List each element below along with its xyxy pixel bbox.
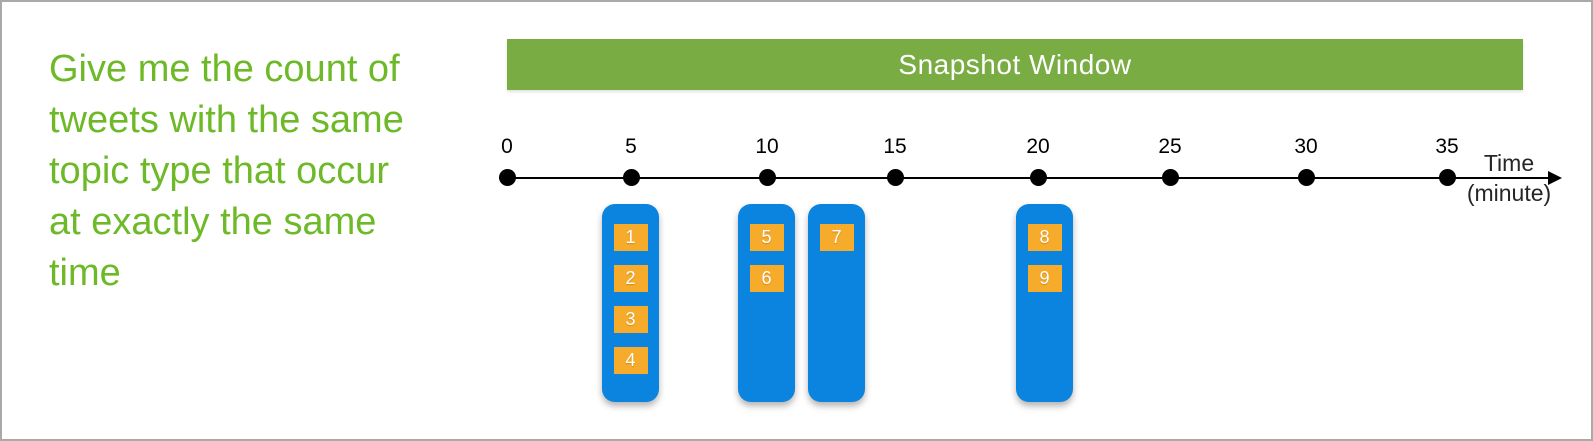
tweet-item: 2 <box>613 265 648 292</box>
time-axis-unit: (minute) <box>1466 180 1552 206</box>
tick-label: 15 <box>883 135 907 158</box>
tweet-item: 4 <box>613 347 648 374</box>
tick-dot-icon <box>1029 169 1047 186</box>
prompt-line: Give me the count of <box>49 48 400 90</box>
timeline-tick-5: 5 <box>601 134 661 186</box>
tweet-group-minute-5: 1 2 3 4 <box>602 204 659 402</box>
tweet-item: 7 <box>819 224 854 251</box>
tick-dot-icon <box>498 169 516 186</box>
tweet-number: 3 <box>625 309 636 329</box>
tweet-group-minute-20: 8 9 <box>1016 204 1073 402</box>
tweet-number: 4 <box>625 350 636 370</box>
tweet-number: 1 <box>625 227 636 247</box>
timeline-tick-25: 25 <box>1140 134 1200 186</box>
tweet-item: 8 <box>1027 224 1062 251</box>
snapshot-window-label: Snapshot Window <box>898 48 1132 80</box>
tick-dot-icon <box>1161 169 1179 186</box>
tick-dot-icon <box>1438 169 1456 186</box>
tick-dot-icon <box>622 169 640 186</box>
prompt-line: at exactly the same <box>49 201 377 243</box>
tick-label: 10 <box>755 135 779 158</box>
snapshot-window-banner: Snapshot Window <box>507 39 1523 90</box>
tweet-number: 6 <box>761 268 772 288</box>
tweet-number: 9 <box>1039 268 1050 288</box>
tick-label: 30 <box>1294 135 1318 158</box>
timeline-tick-20: 20 <box>1008 134 1068 186</box>
tick-label: 25 <box>1158 135 1182 158</box>
tick-label: 0 <box>501 135 513 158</box>
tick-label: 20 <box>1026 135 1050 158</box>
timeline-tick-0: 0 <box>477 134 537 186</box>
prompt-line: topic type that occur <box>49 150 390 192</box>
tick-dot-icon <box>758 169 776 186</box>
timeline-axis-line <box>499 177 1550 179</box>
timeline-arrowhead-icon <box>1548 171 1562 185</box>
prompt-text: Give me the count of tweets with the sam… <box>49 44 404 299</box>
prompt-line: tweets with the same <box>49 99 404 141</box>
prompt-line: time <box>49 252 121 294</box>
tick-label: 5 <box>625 135 637 158</box>
timeline-tick-30: 30 <box>1276 134 1336 186</box>
timeline-tick-15: 15 <box>865 134 925 186</box>
tweet-item: 3 <box>613 306 648 333</box>
tick-dot-icon <box>886 169 904 186</box>
tweet-number: 8 <box>1039 227 1050 247</box>
tweet-group-minute-10: 5 6 <box>738 204 795 402</box>
time-axis-title: Time <box>1483 150 1535 176</box>
tweet-number: 2 <box>625 268 636 288</box>
tick-label: 35 <box>1435 135 1459 158</box>
tweet-number: 7 <box>831 227 842 247</box>
tweet-number: 5 <box>761 227 772 247</box>
time-axis-label: Time (minute) <box>1454 148 1564 208</box>
tweet-item: 5 <box>749 224 784 251</box>
tick-dot-icon <box>1297 169 1315 186</box>
tweet-item: 1 <box>613 224 648 251</box>
tweet-group-minute-12: 7 <box>808 204 865 402</box>
timeline-tick-35: 35 <box>1417 134 1477 186</box>
timeline-tick-10: 10 <box>737 134 797 186</box>
tweet-item: 6 <box>749 265 784 292</box>
tweet-item: 9 <box>1027 265 1062 292</box>
